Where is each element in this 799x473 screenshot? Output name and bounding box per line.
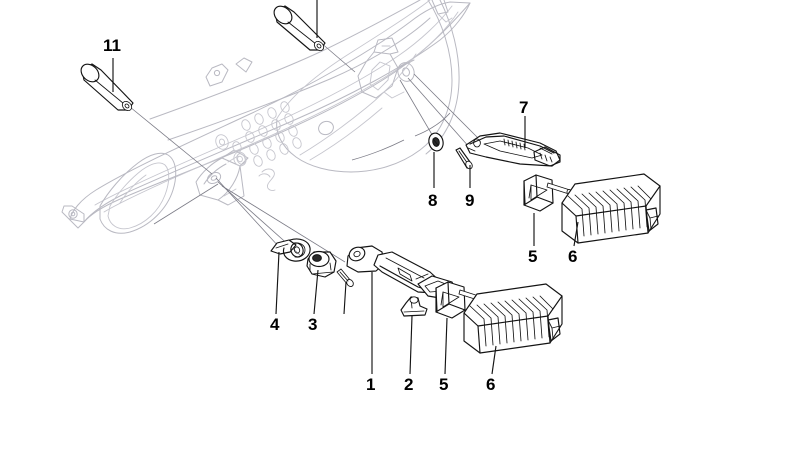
leader-2 [409,315,413,375]
leader-4 [275,251,280,315]
part-footpeg-upper [561,173,661,244]
callout-label-2: 2 [404,375,414,394]
pointer-frame-to-grommet [399,79,435,139]
part-clip [400,296,428,317]
callout-label-6-lower: 6 [486,375,496,394]
leader-6-upper [573,221,579,247]
callout-label-4: 4 [270,315,280,334]
callout-label-7: 7 [519,98,529,117]
pointer-lines [129,41,481,263]
pointer-bolttop-to-frame [319,41,356,73]
motorcycle-frame-outline [61,0,471,234]
callout-label-5-lower: 5 [439,375,449,394]
callout-label-5-upper: 5 [528,247,538,266]
callout-label-8: 8 [428,191,438,210]
grip-dot-pattern [232,101,302,167]
part-bracket-upper [523,174,572,212]
part-footpeg-lower [463,283,563,354]
pointer-frame-to-plate [413,73,481,141]
callout-label-9: 9 [465,191,475,210]
leader-5-lower [444,317,448,375]
pointer-bolt11-to-frame [129,106,213,175]
callout-label-11: 11 [103,36,121,55]
callout-label-3: 3 [308,315,318,334]
pointer-frame-to-arm2 [221,185,346,263]
part-bolt-left [80,63,134,112]
pointer-frame-to-pin [407,77,471,149]
part-small-pin [336,268,354,287]
part-bolt-top [273,5,326,52]
part-grommet [428,132,444,152]
leader-3 [313,269,319,315]
pointer-teardrop [153,183,219,225]
leader-6-lower [491,345,497,375]
part-footrest-plate-upper [465,132,561,167]
part-cotter-pin [455,147,473,170]
callout-label-1: 1 [366,375,376,394]
callout-leader-stems [112,0,579,375]
part-bushing [306,250,337,278]
callout-label-6-upper: 6 [568,247,578,266]
part-spring [270,238,311,262]
leader-pin [343,281,347,315]
